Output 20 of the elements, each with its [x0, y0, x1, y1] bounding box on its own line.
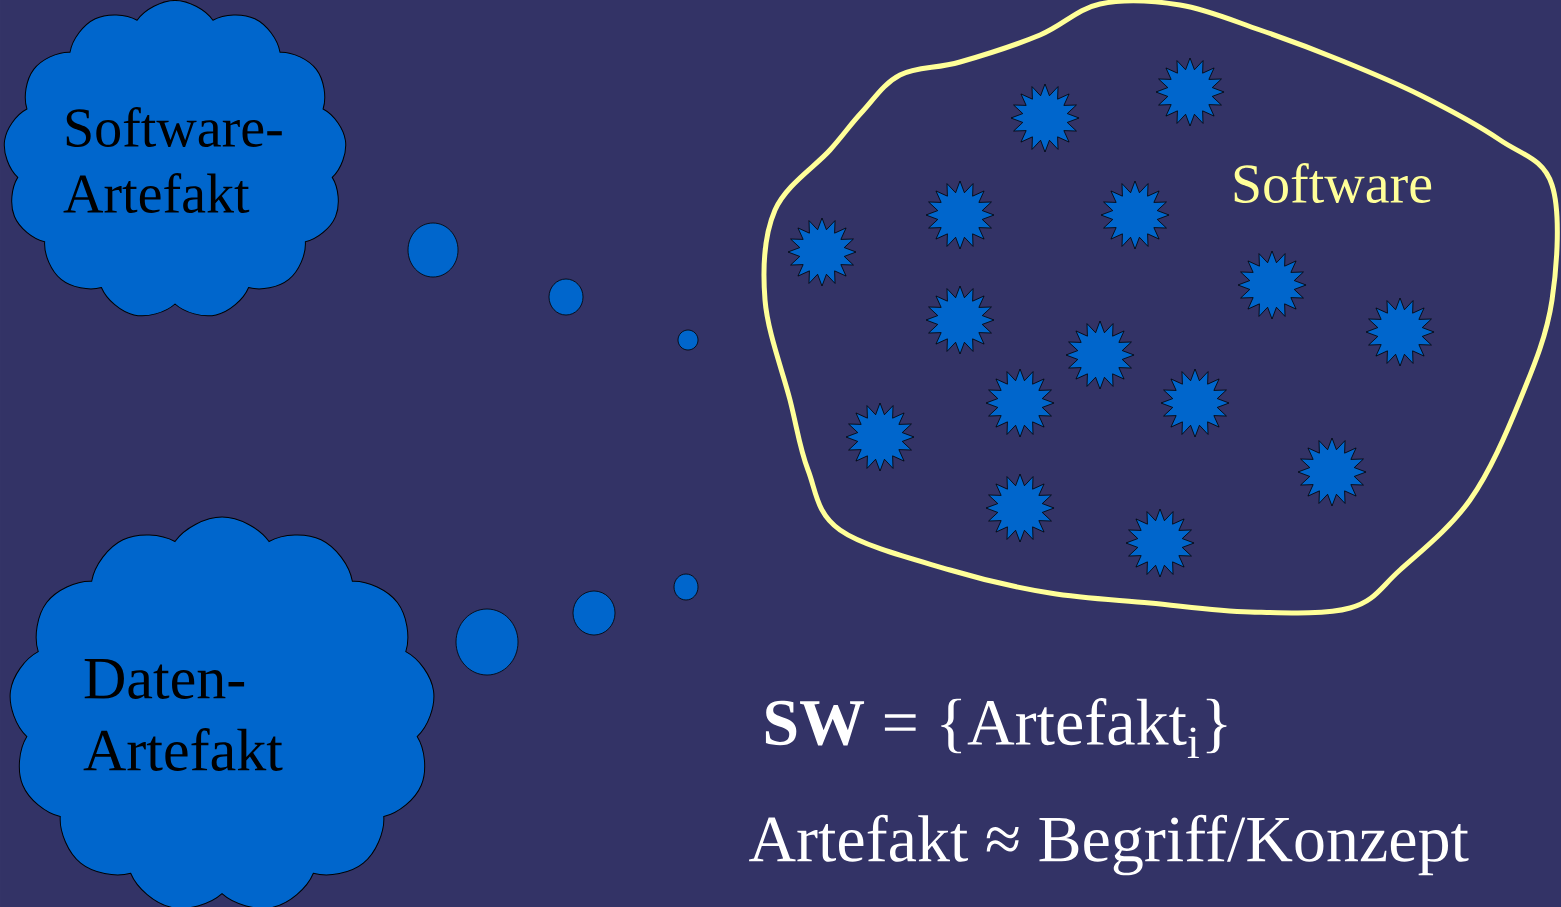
star-shape [1010, 83, 1080, 153]
software-region: Software [761, 0, 1560, 616]
star-shape [1160, 368, 1230, 438]
star-shape [1065, 320, 1135, 390]
formula-text: Artefakt ≈ Begriff/Konzept [749, 814, 1469, 876]
thought-cloud: Software- Artefakt [3, 0, 347, 317]
star-shape [1155, 57, 1225, 127]
star-shape [1297, 437, 1367, 507]
star-shape [1100, 180, 1170, 250]
star-shape [1237, 250, 1307, 320]
star-shape [787, 217, 857, 287]
star-shape [845, 402, 915, 472]
star-shape [1365, 297, 1435, 367]
thought-cloud: Daten- Artefakt [9, 516, 435, 907]
formula-text: SW = {Artefakt$_{i}$} [765, 698, 1227, 758]
star-shape [1125, 508, 1195, 578]
star-shape [985, 368, 1055, 438]
star-shape [925, 285, 995, 355]
star-shape [985, 473, 1055, 543]
star-shape [925, 180, 995, 250]
